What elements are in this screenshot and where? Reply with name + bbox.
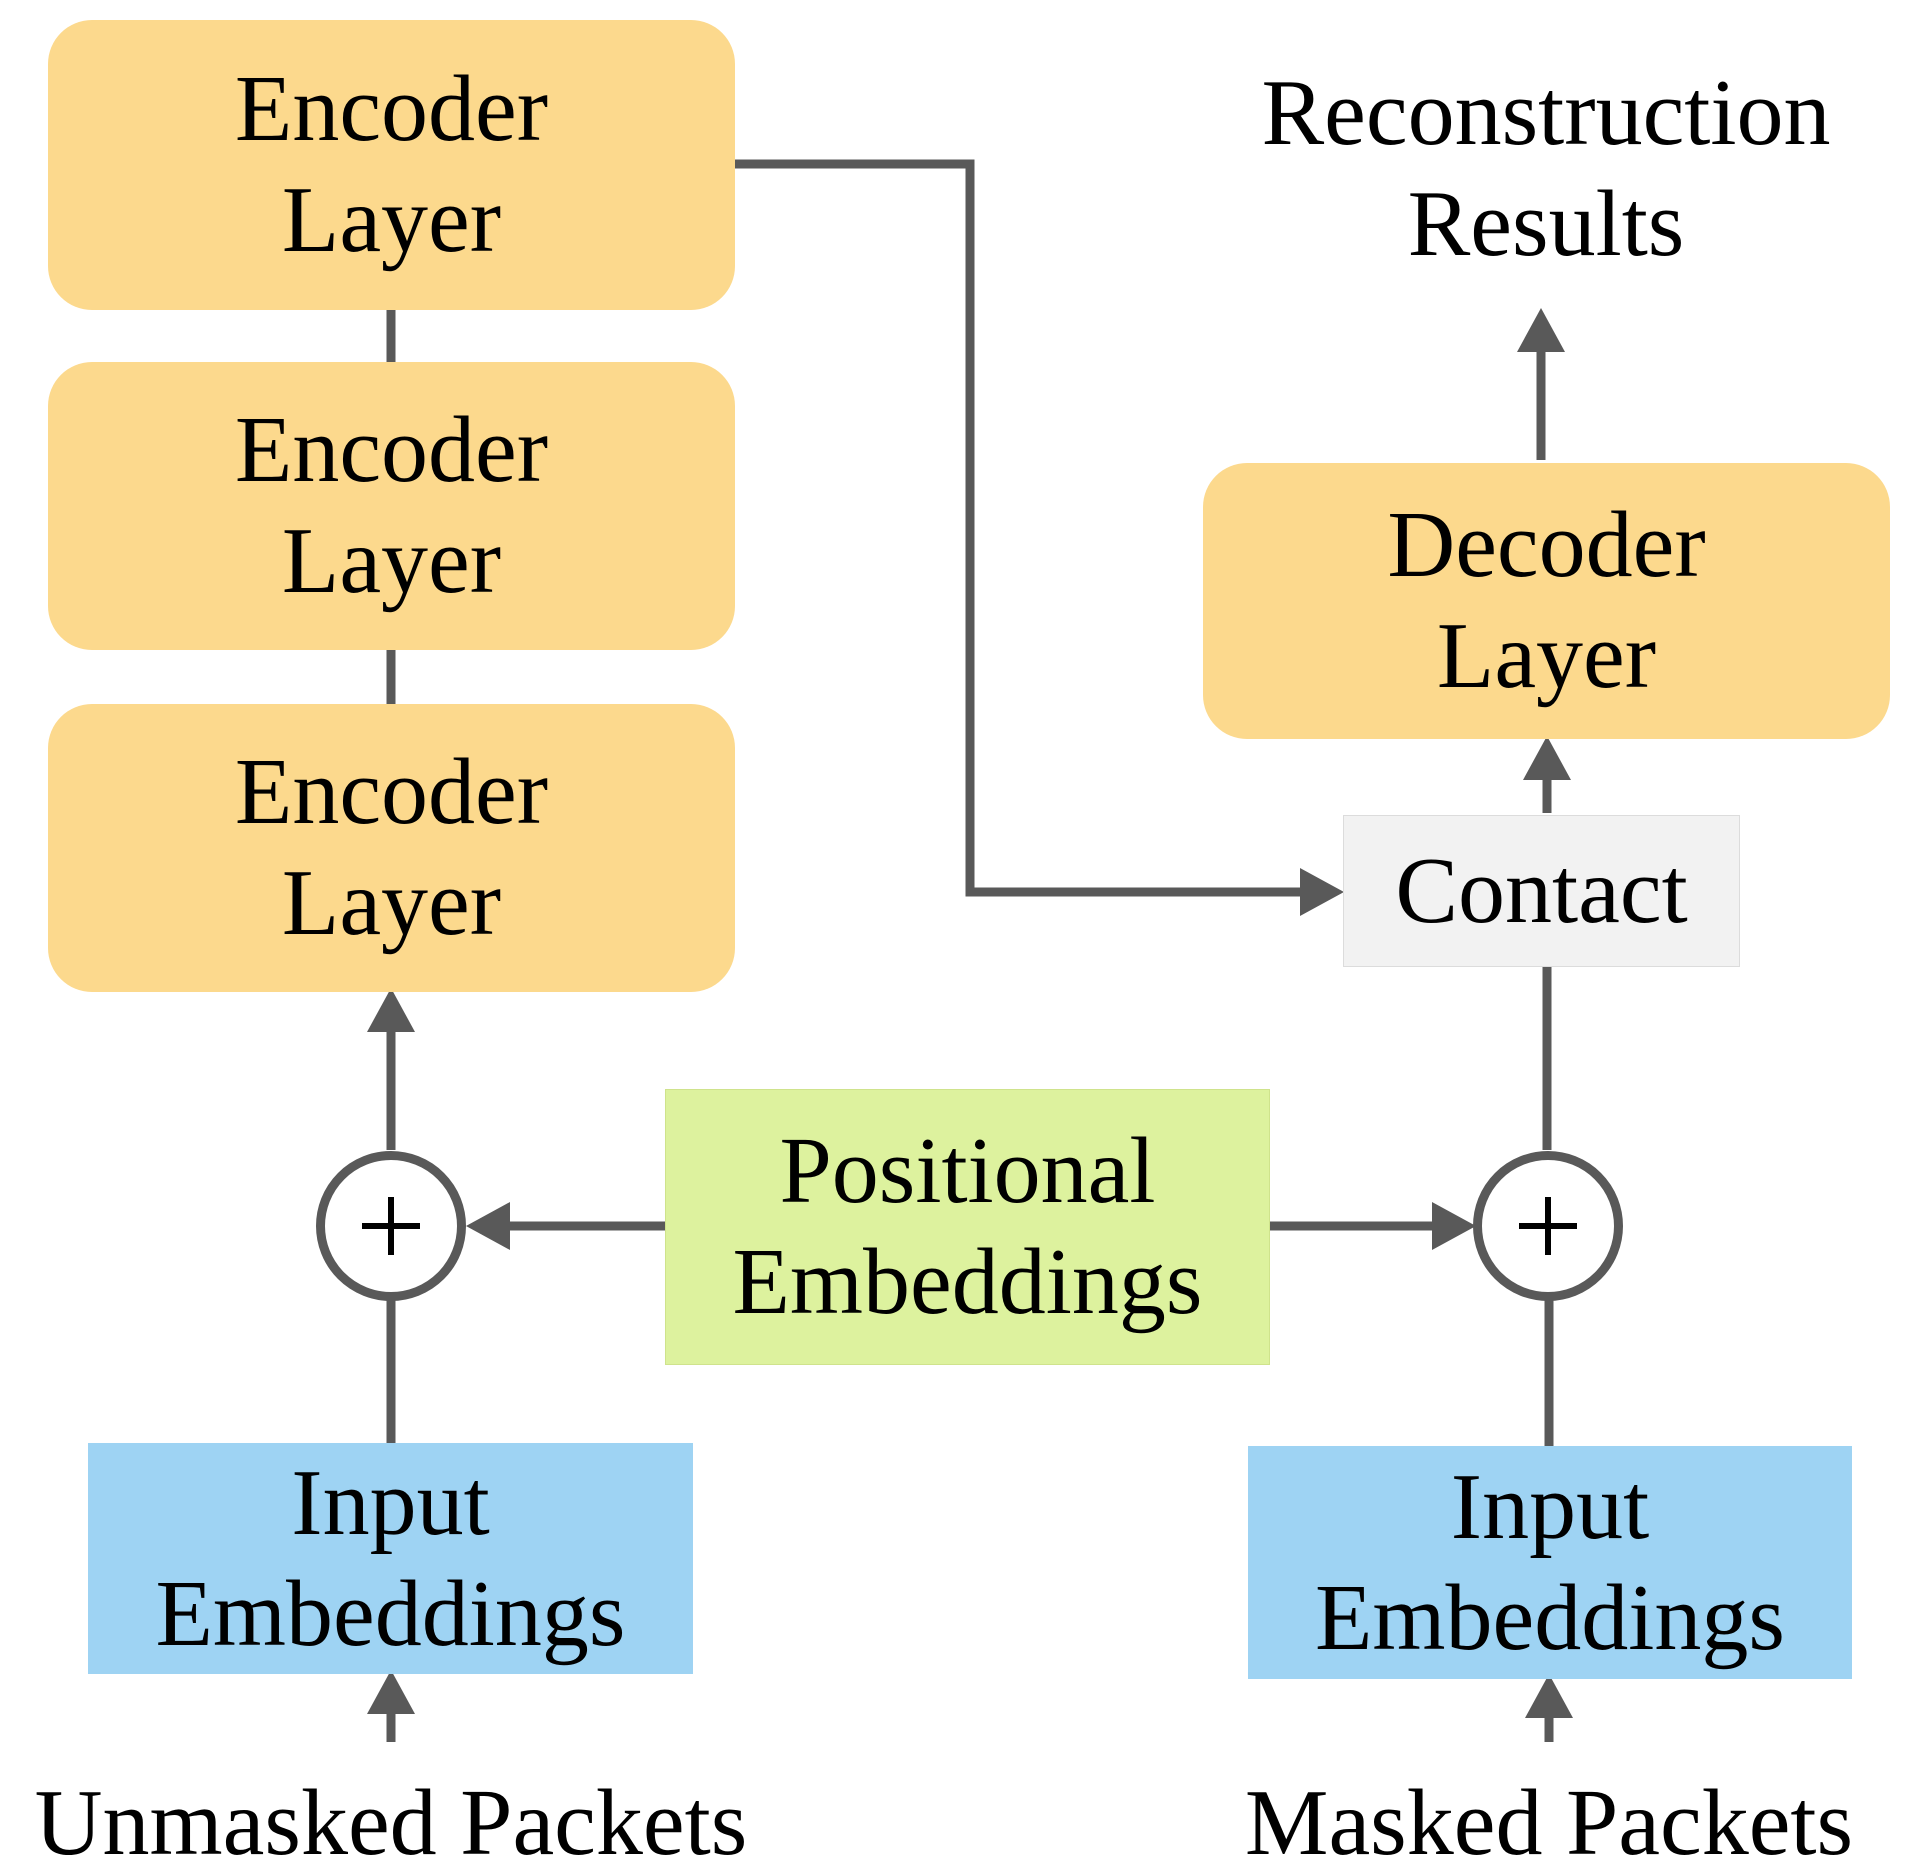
encoder-layer-2-line1: Encoder [234, 398, 549, 503]
arrow-encoder-to-contact [735, 159, 1344, 916]
encoder-layer-3-line1: Encoder [234, 740, 549, 845]
positional-embeddings-line1: Positional [779, 1119, 1156, 1224]
positional-embeddings-line2: Embeddings [732, 1230, 1203, 1334]
decoder-layer-line1: Decoder [1387, 493, 1706, 598]
encoder-layer-1: Encoder Layer [48, 20, 735, 310]
positional-embeddings-box: Positional Embeddings [665, 1089, 1270, 1365]
decoder-layer-line2: Layer [1436, 604, 1657, 708]
encoder-layer-2: Encoder Layer [48, 362, 735, 650]
input-embeddings-left-line2: Embeddings [155, 1561, 626, 1666]
input-embeddings-left: Input Embeddings [88, 1443, 693, 1674]
reconstruction-results-line2: Results [1407, 171, 1685, 276]
input-embeddings-right-line1: Input [1450, 1454, 1650, 1559]
decoder-layer: Decoder Layer [1203, 463, 1890, 739]
encoder-layer-2-line2: Layer [281, 509, 502, 613]
add-node-right [1473, 1151, 1623, 1301]
encoder-layer-3-line2: Layer [281, 851, 502, 955]
unmasked-packets-text: Unmasked Packets [34, 1771, 748, 1875]
encoder-layer-1-line2: Layer [281, 168, 502, 272]
add-node-left [316, 1151, 466, 1301]
reconstruction-results-line1: Reconstruction [1261, 61, 1831, 165]
encoder-layer-3: Encoder Layer [48, 704, 735, 992]
contact-label: Contact [1395, 838, 1688, 943]
encoder-layer-1-line1: Encoder [234, 57, 549, 162]
input-embeddings-right: Input Embeddings [1248, 1446, 1852, 1679]
masked-packets-text: Masked Packets [1244, 1771, 1854, 1875]
contact-box: Contact [1343, 815, 1740, 967]
input-embeddings-left-line1: Input [291, 1450, 490, 1555]
input-embeddings-right-line2: Embeddings [1315, 1565, 1785, 1670]
unmasked-packets-label: Unmasked Packets [0, 1768, 782, 1876]
masked-packets-label: Masked Packets [1208, 1768, 1890, 1876]
reconstruction-results-label: Reconstruction Results [1246, 58, 1846, 280]
